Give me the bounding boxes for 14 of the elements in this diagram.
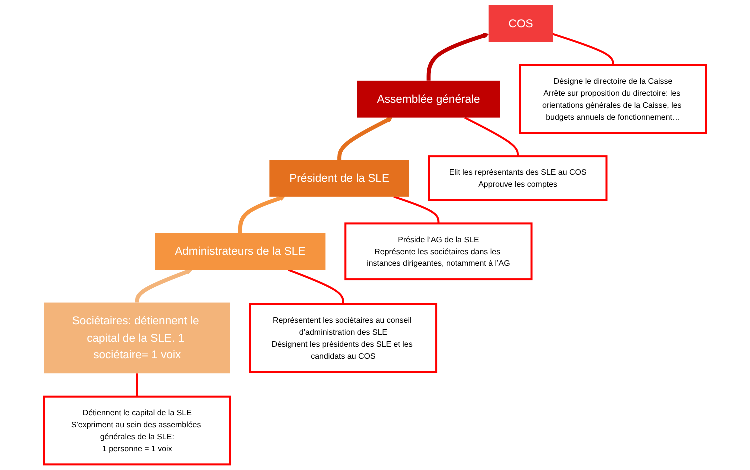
- arrow: [238, 196, 285, 234]
- connector: [552, 33, 614, 66]
- connector: [464, 116, 519, 157]
- arrow: [426, 33, 489, 81]
- connector: [393, 196, 440, 224]
- node-box: Assemblée générale: [357, 80, 500, 118]
- connector: [288, 269, 344, 304]
- node-box: Président de la SLE: [269, 160, 410, 197]
- arrow: [337, 117, 393, 160]
- node-box: Administrateurs de la SLE: [154, 233, 326, 270]
- connector: [136, 374, 138, 397]
- arrow: [135, 269, 192, 303]
- node-box: COS: [488, 5, 553, 42]
- node-box: Sociétaires: détiennent le capital de la SLE. 1 sociétaire= 1 voix: [44, 302, 230, 374]
